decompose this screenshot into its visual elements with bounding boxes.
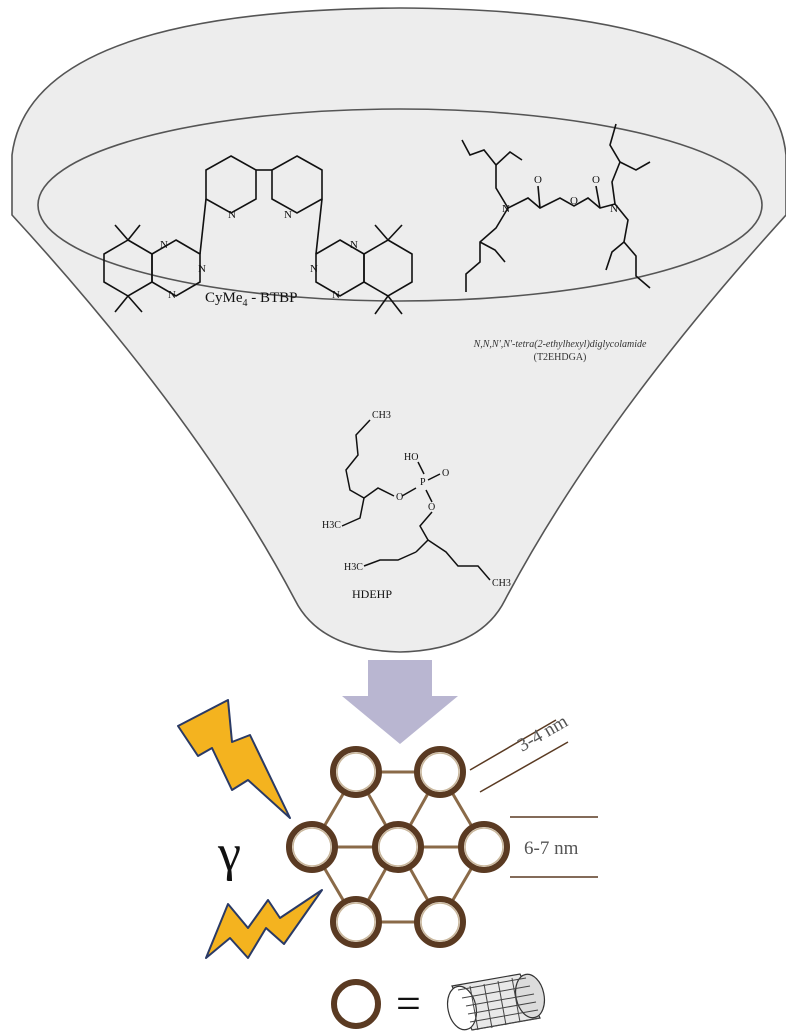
atom-label: N [198,263,206,275]
pore-size-marker [469,719,569,793]
t2ehdga-structure [461,123,651,292]
atom-label: N [610,203,618,215]
atom-label: N [168,289,176,301]
hdehp-structure [341,419,491,581]
btbp-atoms: N N N N N N N N [160,209,358,301]
atom-label: HO [404,452,418,463]
hdehp-atoms: CH3 HO P O O O H3C H3C CH3 [322,410,511,589]
atom-label: O [592,174,600,186]
atom-label: N [502,203,510,215]
lattice-pores-inner [292,752,504,942]
atom-label: CH3 [372,410,391,421]
atom-label: CH3 [492,578,511,589]
pore-ring [458,821,510,873]
btbp-structure [103,155,413,315]
pore-ring [330,896,382,948]
pore-ring [414,896,466,948]
btbp-label: CyMe4 - BTBP [205,290,298,309]
atom-label: N [160,239,168,251]
gamma-symbol: γ [217,825,241,882]
funnel-body [11,7,786,653]
atom-label: N [284,209,292,221]
pore-ring [414,746,466,798]
t2ehdga-abbrev: (T2EHDGA) [534,352,587,363]
equals-sign: = [396,979,421,1028]
t2ehdga-name: N,N,N',N'-tetra(2-ethylhexyl)diglycolami… [473,339,647,350]
funnel-rim [37,108,763,302]
lightning-bolt-icon [205,889,323,959]
hdehp-label: HDEHP [352,587,392,601]
atom-label: N [332,289,340,301]
atom-label: O [570,195,578,207]
lightning-bolt-icon [177,699,291,819]
pore-ring [372,821,424,873]
pore-ring [330,746,382,798]
nanotube-icon [446,973,546,1031]
spacing-marker [510,816,598,878]
t2ehdga-atoms: N O O O N [502,174,618,215]
atom-label: O [442,468,449,479]
spacing-label: 6-7 nm [524,838,579,859]
lattice-pores [286,746,510,948]
pore-ring [286,821,338,873]
atom-label: O [396,492,403,503]
atom-label: H3C [322,520,341,531]
atom-label: P [420,477,426,488]
legend-pore-ring [331,979,381,1029]
atom-label: O [428,502,435,513]
atom-label: N [228,209,236,221]
atom-label: N [310,263,318,275]
atom-label: H3C [344,562,363,573]
down-arrow-icon [342,660,458,744]
atom-label: N [350,239,358,251]
funnel [11,7,786,653]
pore-size-label: 3-4 nm [514,711,572,756]
atom-label: O [534,174,542,186]
